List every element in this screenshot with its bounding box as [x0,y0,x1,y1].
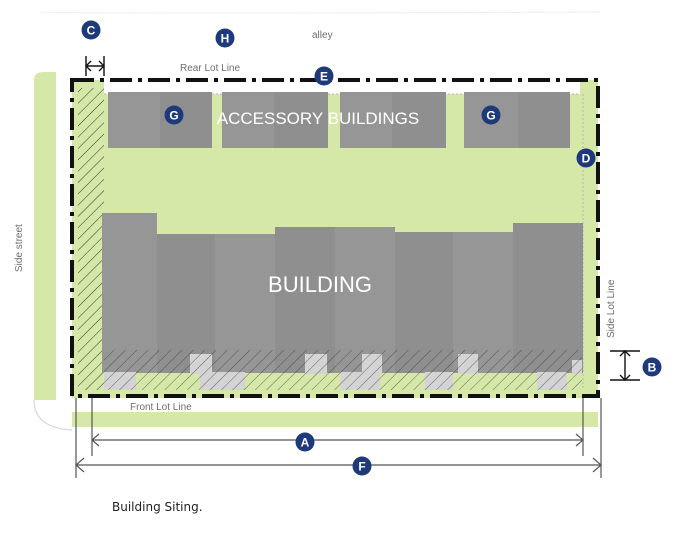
accessory-buildings [108,92,570,148]
front-sidewalk [72,412,598,427]
building-block [157,234,215,373]
rear-strip [104,80,580,94]
badge-b: B [642,357,662,377]
accessory-building [340,92,392,148]
lot-line [70,78,600,398]
accessory-buildings-label: ACCESSORY BUILDINGS [217,109,420,128]
building-block [102,213,157,373]
badge-c: C [81,20,101,40]
accessory-building [222,92,274,148]
setback-c-dimension [85,56,105,76]
building-block [215,234,275,373]
badge-d: D [576,148,596,168]
building-block [395,232,453,373]
accessory-building [108,92,160,148]
side-street-label: Side street [14,224,25,272]
badge-g-left: G [164,105,184,125]
alley-label: alley [312,30,333,41]
svg-text:D: D [582,152,591,166]
svg-text:A: A [301,436,310,450]
building-label: BUILDING [268,272,372,297]
main-building [102,213,583,373]
badge-h: H [215,28,235,48]
badge-a: A [295,432,315,452]
front-lot-line-label: Front Lot Line [130,402,192,413]
rear-lot-line-label: Rear Lot Line [180,63,240,74]
setback-b-dimension [610,350,640,381]
dimension-a [91,398,584,456]
badge-e: E [314,66,334,86]
building-block [513,223,583,373]
side-street-sidewalk [34,72,56,400]
alley-edge [39,11,601,14]
badge-f: F [352,456,372,476]
building-block [275,227,335,373]
accessory-building [518,92,570,148]
building-block [335,227,395,373]
front-setback-hatch [104,350,582,390]
side-street-curb [33,399,73,431]
svg-text:E: E [320,70,328,84]
svg-text:C: C [87,24,96,38]
svg-text:G: G [486,109,495,123]
accessory-building [274,92,328,148]
badge-g-right: G [481,105,501,125]
figure-caption: Building Siting. [112,500,203,514]
dimension-f [75,398,602,478]
side-setback-hatch [78,88,104,390]
accessory-building [392,92,446,148]
side-lot-line-label: Side Lot Line [606,279,617,338]
svg-text:G: G [169,109,178,123]
svg-text:H: H [221,32,230,46]
building-block [453,232,513,373]
svg-text:F: F [358,460,365,474]
svg-text:B: B [648,361,657,375]
